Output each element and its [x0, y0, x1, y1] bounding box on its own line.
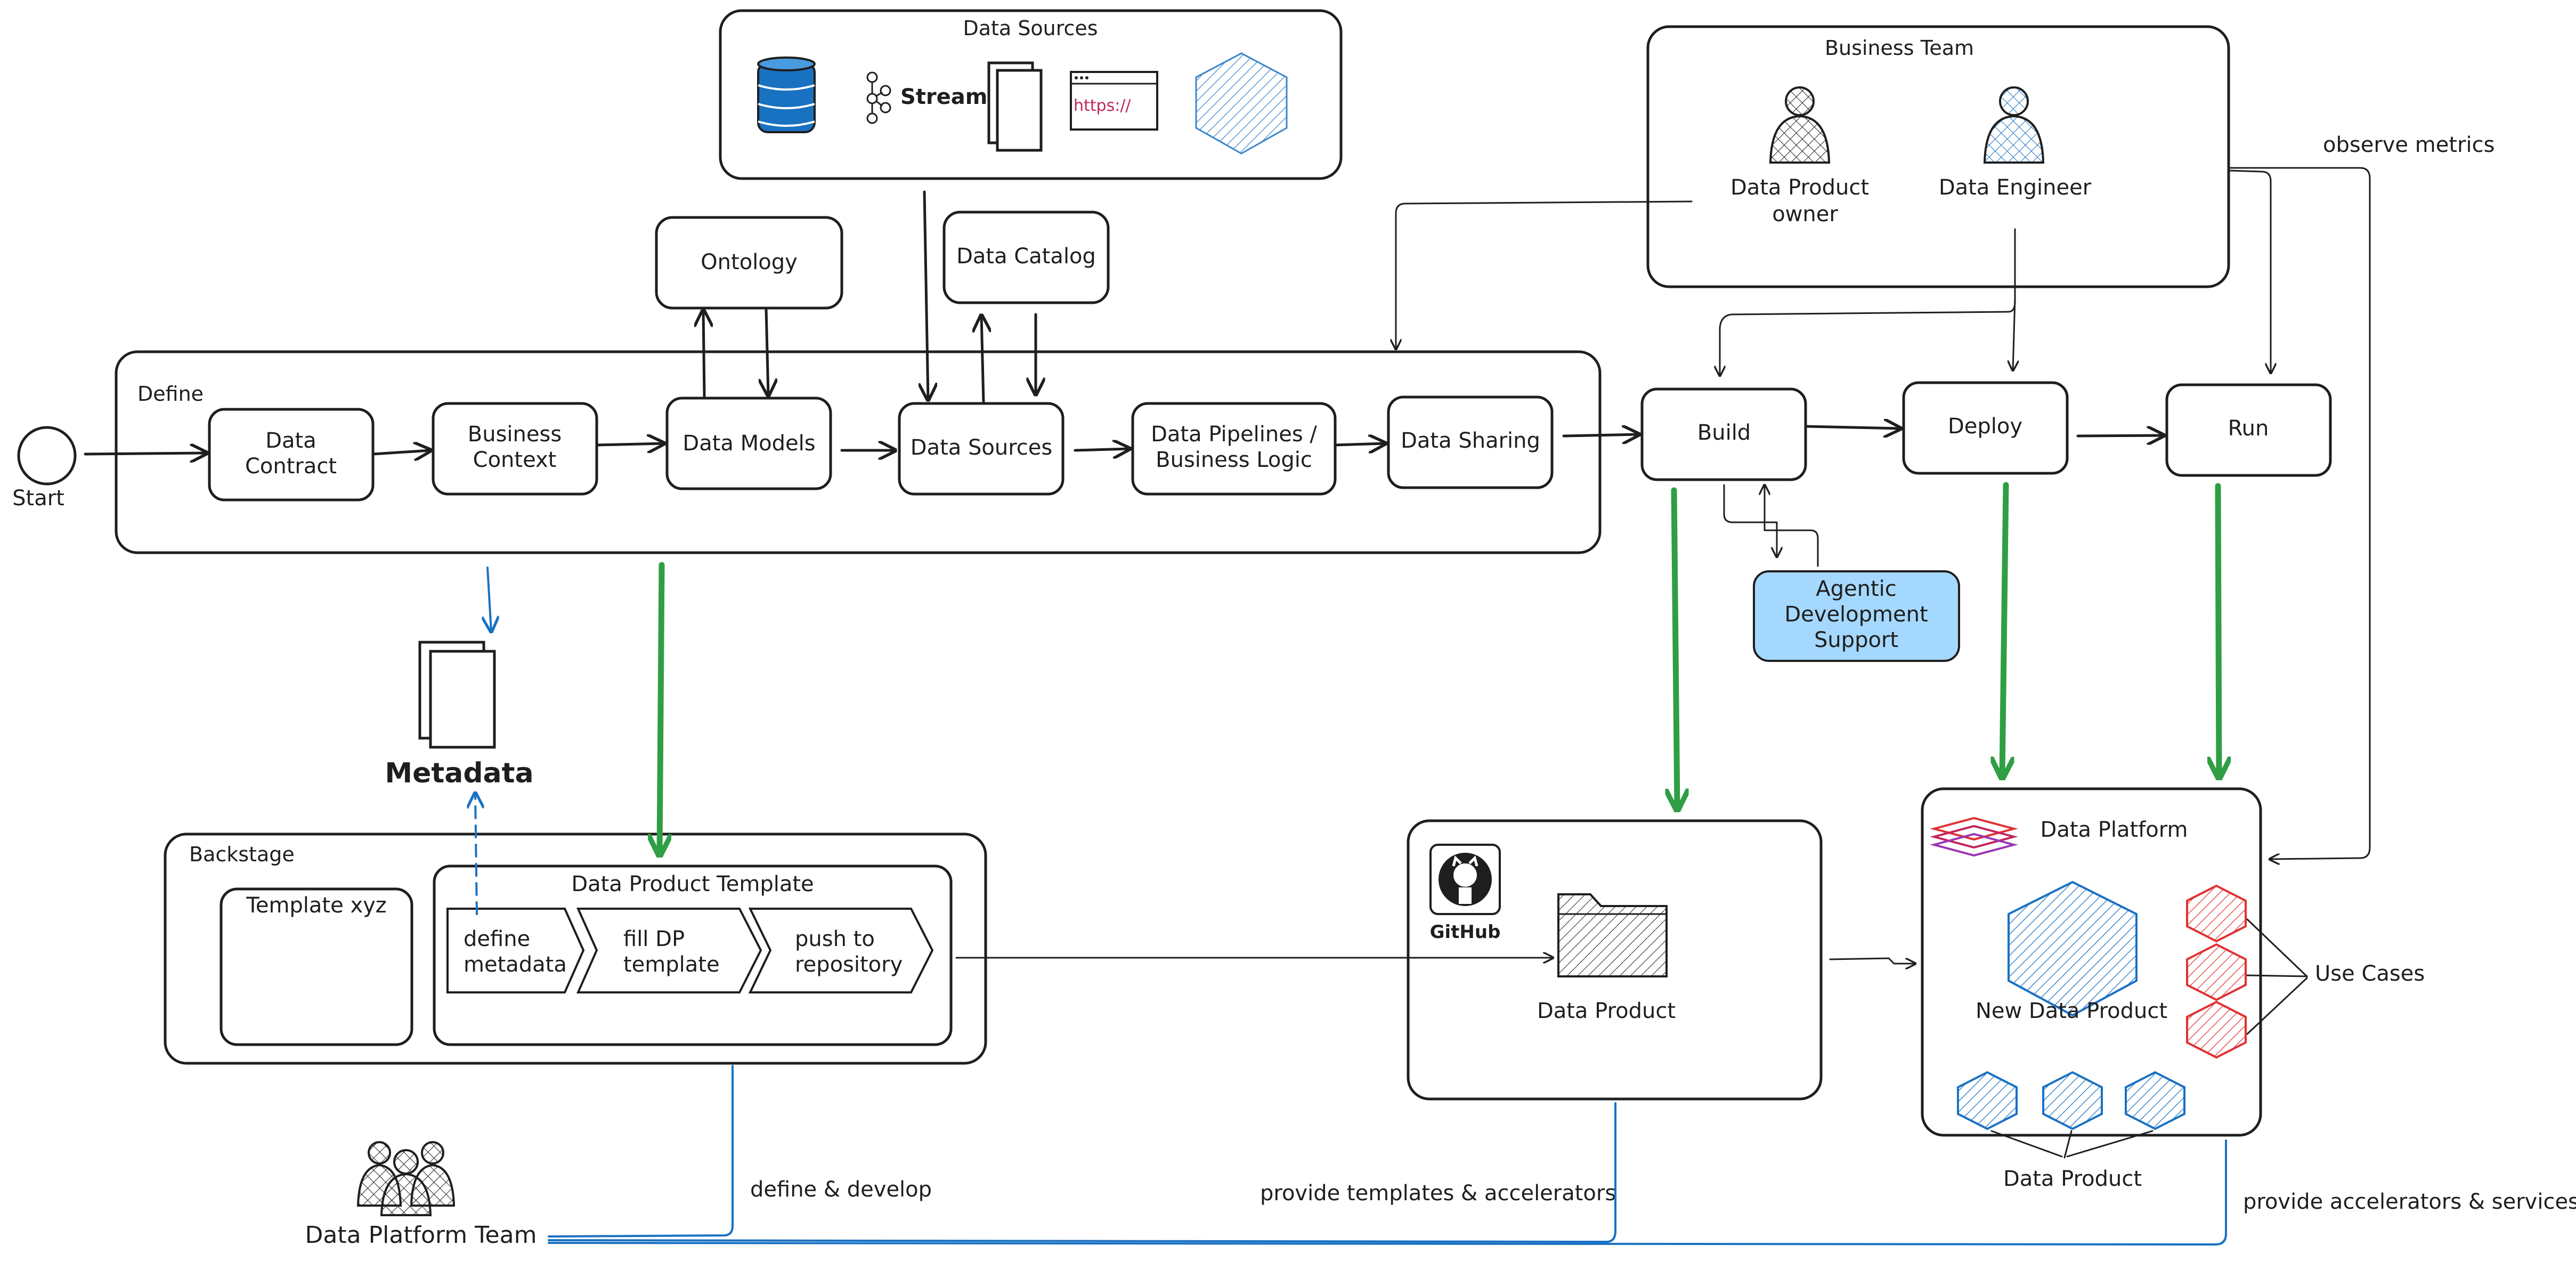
template-xyz-box	[220, 887, 413, 1046]
use-case-hexagon-3	[2186, 1000, 2247, 1059]
step-data-sharing-label: Data Sharing	[1401, 429, 1540, 453]
start-label: Start	[12, 486, 64, 511]
define-frame: Define	[115, 350, 1602, 554]
use-case-hexagon-1	[2186, 884, 2247, 943]
stream-label: Stream	[900, 85, 987, 109]
owner-label-line2: owner	[1772, 202, 1838, 227]
template-xyz-label: Template xyz	[246, 893, 387, 918]
metadata-label: Metadata	[385, 757, 533, 789]
data-sources-frame: Data Sources Stream	[719, 9, 1343, 180]
step-business-context-line1: Business	[468, 422, 562, 447]
hexagon-icon	[1195, 52, 1288, 155]
documents-icon	[987, 61, 1043, 152]
step-business-context: Business Context	[432, 402, 598, 496]
team-icon	[356, 1141, 456, 1216]
step-data-sharing: Data Sharing	[1387, 395, 1554, 489]
run-label: Run	[2228, 416, 2269, 441]
observe-metrics-label: observe metrics	[2323, 133, 2494, 157]
metadata-icon	[418, 641, 496, 749]
product-owner-icon	[1769, 86, 1831, 164]
url-text: https://	[1074, 96, 1131, 115]
metadata-arrows	[475, 567, 491, 915]
start-node: Start	[12, 426, 77, 511]
build-label: Build	[1697, 421, 1751, 445]
new-data-product-hexagon	[2008, 880, 2138, 1017]
ontology-box: Ontology	[655, 216, 843, 310]
step-business-context-line2: Context	[473, 448, 557, 472]
use-case-connectors	[2246, 918, 2308, 1035]
data-sources-title: Data Sources	[963, 17, 1098, 40]
owner-label-line1: Data Product	[1730, 175, 1869, 200]
step-data-pipelines-line2: Business Logic	[1156, 448, 1312, 472]
github-frame: GitHub Data Product	[1407, 819, 1823, 1101]
backstage-title: Backstage	[189, 843, 295, 866]
step-push-repository-line1: push to	[795, 927, 875, 951]
ontology-label: Ontology	[701, 250, 798, 274]
step-fill-template-line2: template	[623, 952, 720, 977]
backstage-frame: Backstage Template xyz Data Product Temp…	[164, 832, 987, 1065]
step-define-metadata-line1: define	[464, 927, 530, 951]
github-label: GitHub	[1430, 922, 1501, 943]
deploy-box: Deploy	[1902, 381, 2069, 475]
data-engineer-icon	[1983, 86, 2045, 164]
step-define-metadata-line2: metadata	[464, 952, 567, 977]
build-box: Build	[1640, 387, 1807, 481]
agentic-support-box: Agentic Development Support	[1753, 570, 1960, 662]
run-box: Run	[2165, 383, 2332, 477]
services-label: provide accelerators & services	[2243, 1190, 2576, 1214]
browser-window-icon: https://	[1070, 71, 1158, 131]
step-data-sources-label: Data Sources	[911, 435, 1052, 460]
layers-icon	[1930, 817, 2018, 857]
use-case-hexagon-2	[2186, 943, 2247, 1001]
database-icon	[757, 56, 816, 133]
folder-icon	[1557, 893, 1668, 977]
templates-label: provide templates & accelerators	[1260, 1181, 1616, 1206]
business-team-title: Business Team	[1825, 36, 1974, 60]
agentic-line2: Development	[1784, 602, 1928, 627]
step-data-sources: Data Sources	[898, 402, 1064, 496]
step-data-contract: Data Contract	[208, 408, 375, 502]
step-data-pipelines-line1: Data Pipelines /	[1151, 422, 1317, 447]
data-product-hexagon-3	[2125, 1071, 2185, 1130]
new-data-product-label: New Data Product	[1976, 999, 2167, 1023]
step-data-models-label: Data Models	[682, 431, 815, 456]
flow-arrows	[84, 190, 2164, 454]
step-push-repository-line2: repository	[795, 952, 903, 977]
github-icon	[1429, 844, 1501, 915]
github-data-product-label: Data Product	[1537, 999, 1676, 1023]
dp-template-title: Data Product Template	[571, 872, 814, 896]
use-cases-label: Use Cases	[2315, 961, 2425, 986]
step-data-models: Data Models	[665, 397, 832, 490]
step-data-pipelines: Data Pipelines / Business Logic	[1131, 402, 1337, 496]
data-product-hexagon-2	[2042, 1071, 2103, 1130]
step-fill-template: fill DP template	[576, 908, 762, 993]
step-data-contract-line1: Data	[265, 429, 316, 453]
step-data-contract-line2: Contract	[245, 454, 337, 479]
agentic-line3: Support	[1814, 628, 1898, 652]
data-product-connectors	[1990, 1130, 2154, 1159]
define-title: Define	[137, 382, 204, 406]
define-develop-label: define & develop	[750, 1177, 932, 1202]
business-team-frame: Business Team Data Product owner Data En…	[1646, 25, 2230, 288]
platform-title: Data Platform	[2041, 818, 2188, 842]
data-catalog-label: Data Catalog	[956, 244, 1096, 269]
team-lines	[548, 1065, 2227, 1246]
deploy-label: Deploy	[1948, 414, 2022, 439]
green-arrows	[660, 482, 2219, 853]
business-arrows	[955, 167, 2371, 964]
stream-icon	[866, 71, 891, 124]
agentic-line1: Agentic	[1816, 577, 1897, 601]
step-fill-template-line1: fill DP	[623, 927, 685, 951]
step-push-repository: push to repository	[748, 908, 934, 993]
platform-data-product-label: Data Product	[2003, 1167, 2142, 1191]
data-catalog-box: Data Catalog	[942, 211, 1110, 304]
data-platform-frame: Data Platform New Data Product	[1921, 787, 2262, 1137]
step-define-metadata: define metadata	[446, 908, 585, 993]
team-label: Data Platform Team	[305, 1222, 537, 1249]
engineer-label: Data Engineer	[1939, 175, 2092, 200]
data-product-hexagon-1	[1957, 1071, 2018, 1130]
